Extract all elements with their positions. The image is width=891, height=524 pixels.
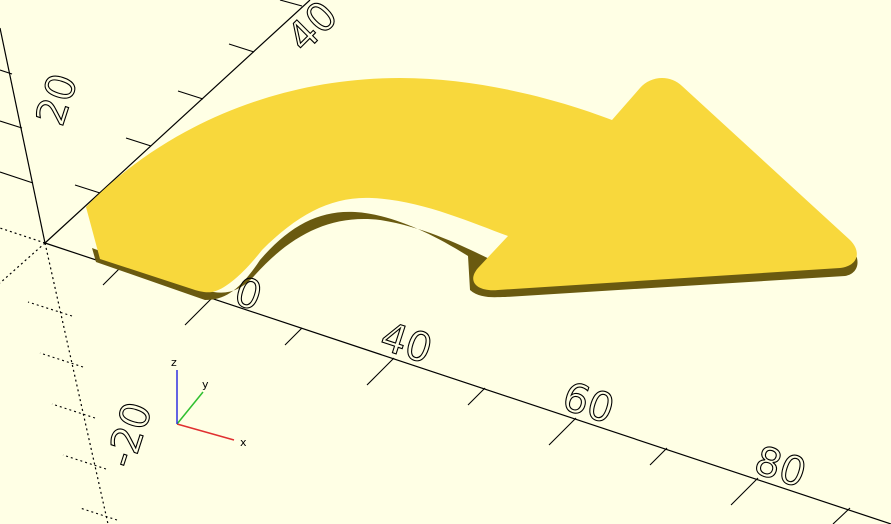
x-axis-number-40: 40 — [375, 314, 438, 373]
gizmo-z-label: z — [171, 356, 177, 369]
x-axis-numbers: 0 40 60 80 — [228, 268, 812, 498]
y-axis-number-20: 20 — [28, 68, 87, 131]
neg-z-axis-ticks — [27, 301, 118, 521]
axis-gizmo: x y z — [171, 356, 247, 449]
neg-y-axis-line — [0, 242, 46, 284]
y-axis-number-40: 40 — [279, 0, 348, 61]
gizmo-y-label: y — [202, 378, 209, 391]
neg-x-axis-line — [0, 227, 46, 244]
gizmo-x-axis — [176, 423, 235, 441]
neg-z-axis-numbers: -20 — [97, 396, 162, 473]
x-axis-ticks — [102, 267, 851, 524]
y-axis-ticks — [74, 0, 303, 194]
model-top-face — [86, 77, 857, 293]
model-curved-arrow[interactable] — [86, 77, 858, 300]
x-axis-number-60: 60 — [557, 374, 620, 433]
neg-z-axis-line — [44, 242, 109, 524]
y-axis-line — [44, 0, 311, 244]
z-axis-line — [0, 27, 46, 244]
gizmo-x-label: x — [240, 436, 247, 449]
gizmo-y-axis — [176, 391, 204, 425]
neg-z-axis-number: -20 — [98, 397, 162, 473]
x-axis-number-80: 80 — [749, 438, 812, 497]
z-axis-ticks — [0, 69, 34, 184]
